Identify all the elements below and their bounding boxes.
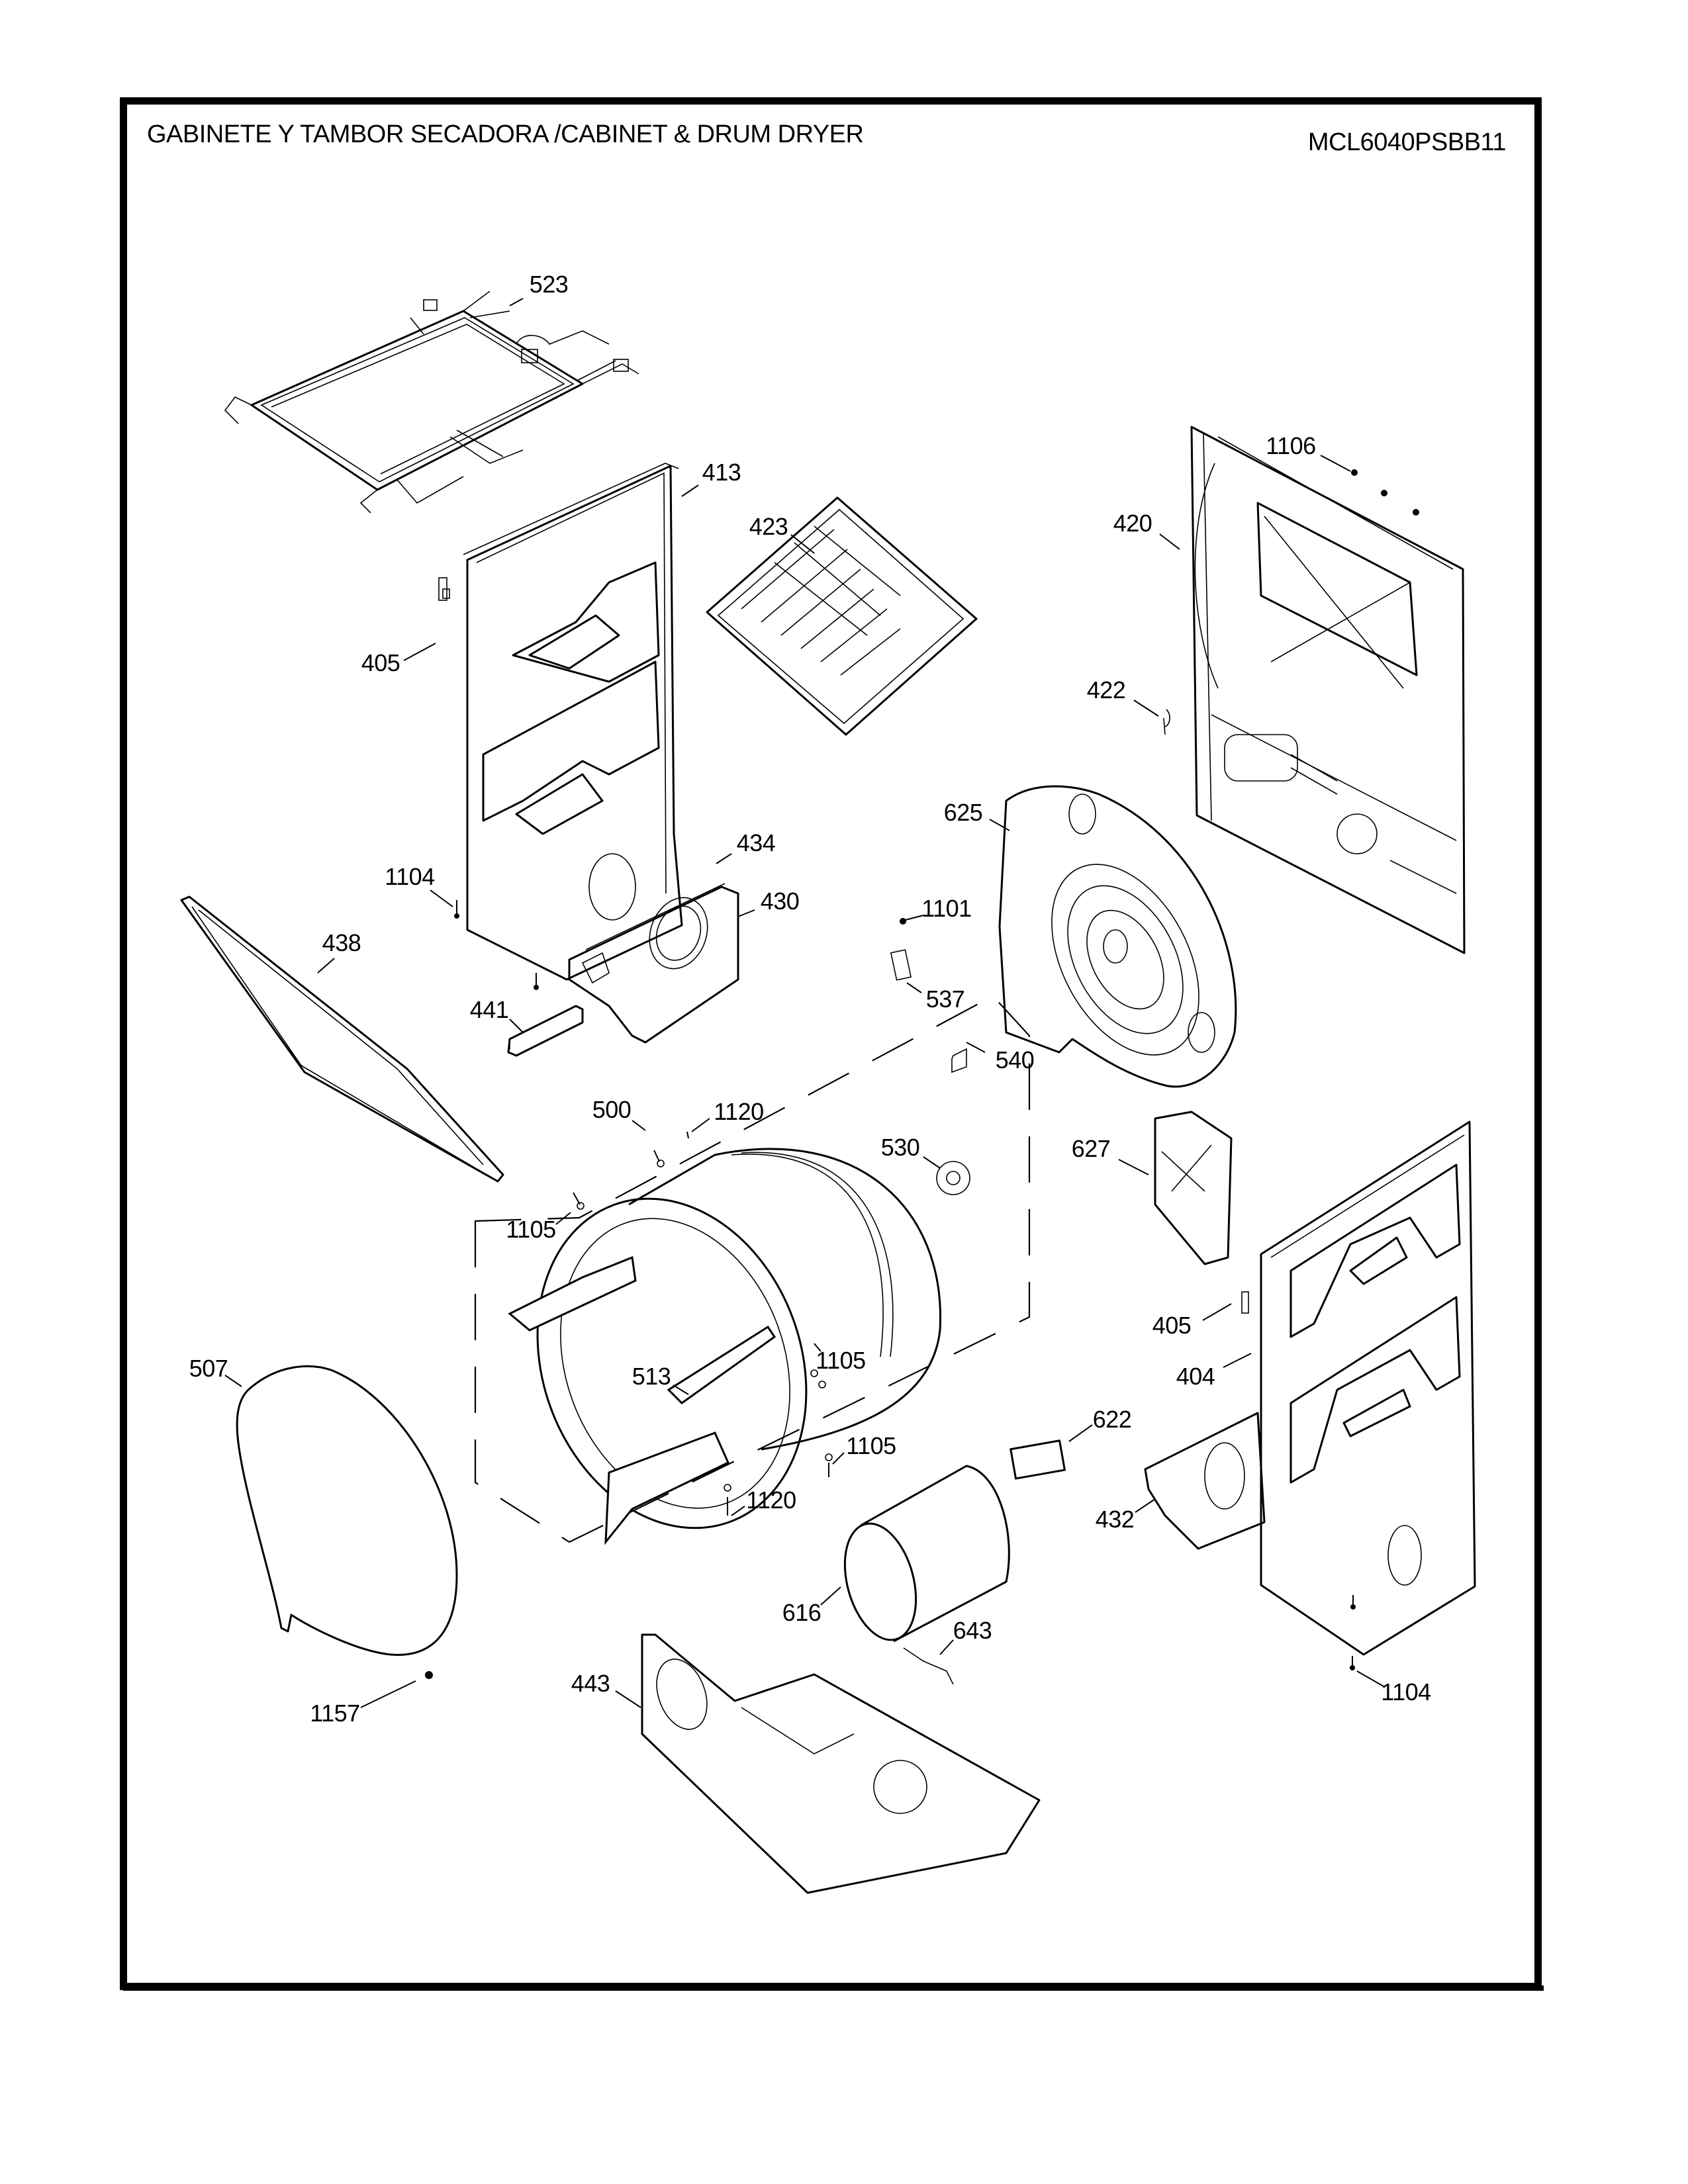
drum-screws xyxy=(573,1131,833,1516)
callout-422: 422 xyxy=(1086,676,1126,704)
callout-523: 523 xyxy=(529,271,569,298)
rear-panel-part xyxy=(1190,426,1466,954)
callout-1105-left: 1105 xyxy=(506,1216,556,1243)
callout-1120-top: 1120 xyxy=(714,1098,764,1125)
callout-1101: 1101 xyxy=(921,895,972,922)
clip-422-part xyxy=(1163,709,1170,735)
screw-1157-part xyxy=(425,1671,433,1679)
callout-441: 441 xyxy=(469,996,509,1023)
clip-405-left-part xyxy=(438,577,450,601)
clip-405-right-part xyxy=(1241,1291,1249,1314)
callout-432: 432 xyxy=(1095,1506,1135,1533)
rear-bulkhead-part xyxy=(998,785,1237,1088)
support-bracket-441-part xyxy=(507,1005,584,1057)
drum-bearing-530-part xyxy=(936,1161,970,1195)
callout-627: 627 xyxy=(1071,1135,1111,1162)
front-bulkhead-part xyxy=(568,883,739,1044)
wire-harness-part xyxy=(224,291,639,514)
diagram-title: GABINETE Y TAMBOR SECADORA /CABINET & DR… xyxy=(147,120,864,148)
lower-bulkhead-432-part xyxy=(1144,1412,1266,1550)
callout-507: 507 xyxy=(189,1355,228,1382)
callout-404: 404 xyxy=(1176,1363,1215,1390)
callout-622: 622 xyxy=(1092,1406,1132,1433)
model-number: MCL6040PSBB11 xyxy=(1307,128,1507,156)
callout-438: 438 xyxy=(322,929,361,956)
callout-443: 443 xyxy=(571,1670,610,1697)
screw-1104-right-part xyxy=(1350,1595,1356,1670)
screw-1106-group xyxy=(1351,469,1419,516)
callout-1106: 1106 xyxy=(1266,432,1316,459)
callout-643: 643 xyxy=(953,1617,992,1644)
callout-434: 434 xyxy=(736,829,776,856)
callout-430: 430 xyxy=(760,887,800,915)
motor-clamp-643-part xyxy=(903,1647,954,1685)
callout-423: 423 xyxy=(749,513,788,540)
drum-assembly-outline xyxy=(474,995,1031,1543)
front-panel-trim-part xyxy=(180,895,504,1183)
callout-1157: 1157 xyxy=(310,1700,360,1727)
callout-616: 616 xyxy=(782,1599,821,1626)
callout-405-left: 405 xyxy=(361,649,400,676)
callout-1104-left: 1104 xyxy=(385,863,435,890)
drum-belt-507-part xyxy=(236,1365,458,1656)
callout-540: 540 xyxy=(995,1046,1035,1073)
left-side-panel-part xyxy=(463,463,683,981)
motor-switch-622-part xyxy=(1009,1439,1066,1480)
callout-537: 537 xyxy=(925,985,965,1013)
thermostat-537-part xyxy=(890,949,912,981)
callout-1120-lower: 1120 xyxy=(746,1486,796,1514)
heater-bracket-627-part xyxy=(1154,1111,1233,1265)
callout-420: 420 xyxy=(1113,510,1152,537)
thermal-fuse-540-part xyxy=(951,1048,967,1073)
motor-616-part xyxy=(843,1465,1010,1643)
right-side-panel-part xyxy=(1260,1120,1476,1656)
callout-625: 625 xyxy=(943,799,983,826)
callout-405-right: 405 xyxy=(1152,1312,1192,1339)
callout-513: 513 xyxy=(632,1363,671,1390)
base-443-part xyxy=(641,1633,1041,1894)
frame-shadow xyxy=(123,1985,1544,1991)
callout-1105-mid: 1105 xyxy=(816,1347,866,1374)
drum-part xyxy=(508,1148,942,1545)
leader-lines xyxy=(224,298,1384,1708)
callout-1104-right: 1104 xyxy=(1381,1678,1431,1706)
callout-530: 530 xyxy=(880,1134,920,1161)
screw-1101-part xyxy=(900,918,906,925)
callout-1105-lower: 1105 xyxy=(846,1432,896,1459)
callout-500: 500 xyxy=(592,1096,632,1123)
top-panel-part xyxy=(706,496,978,736)
callout-413: 413 xyxy=(702,459,741,486)
screw-1104-left-part xyxy=(454,900,539,990)
